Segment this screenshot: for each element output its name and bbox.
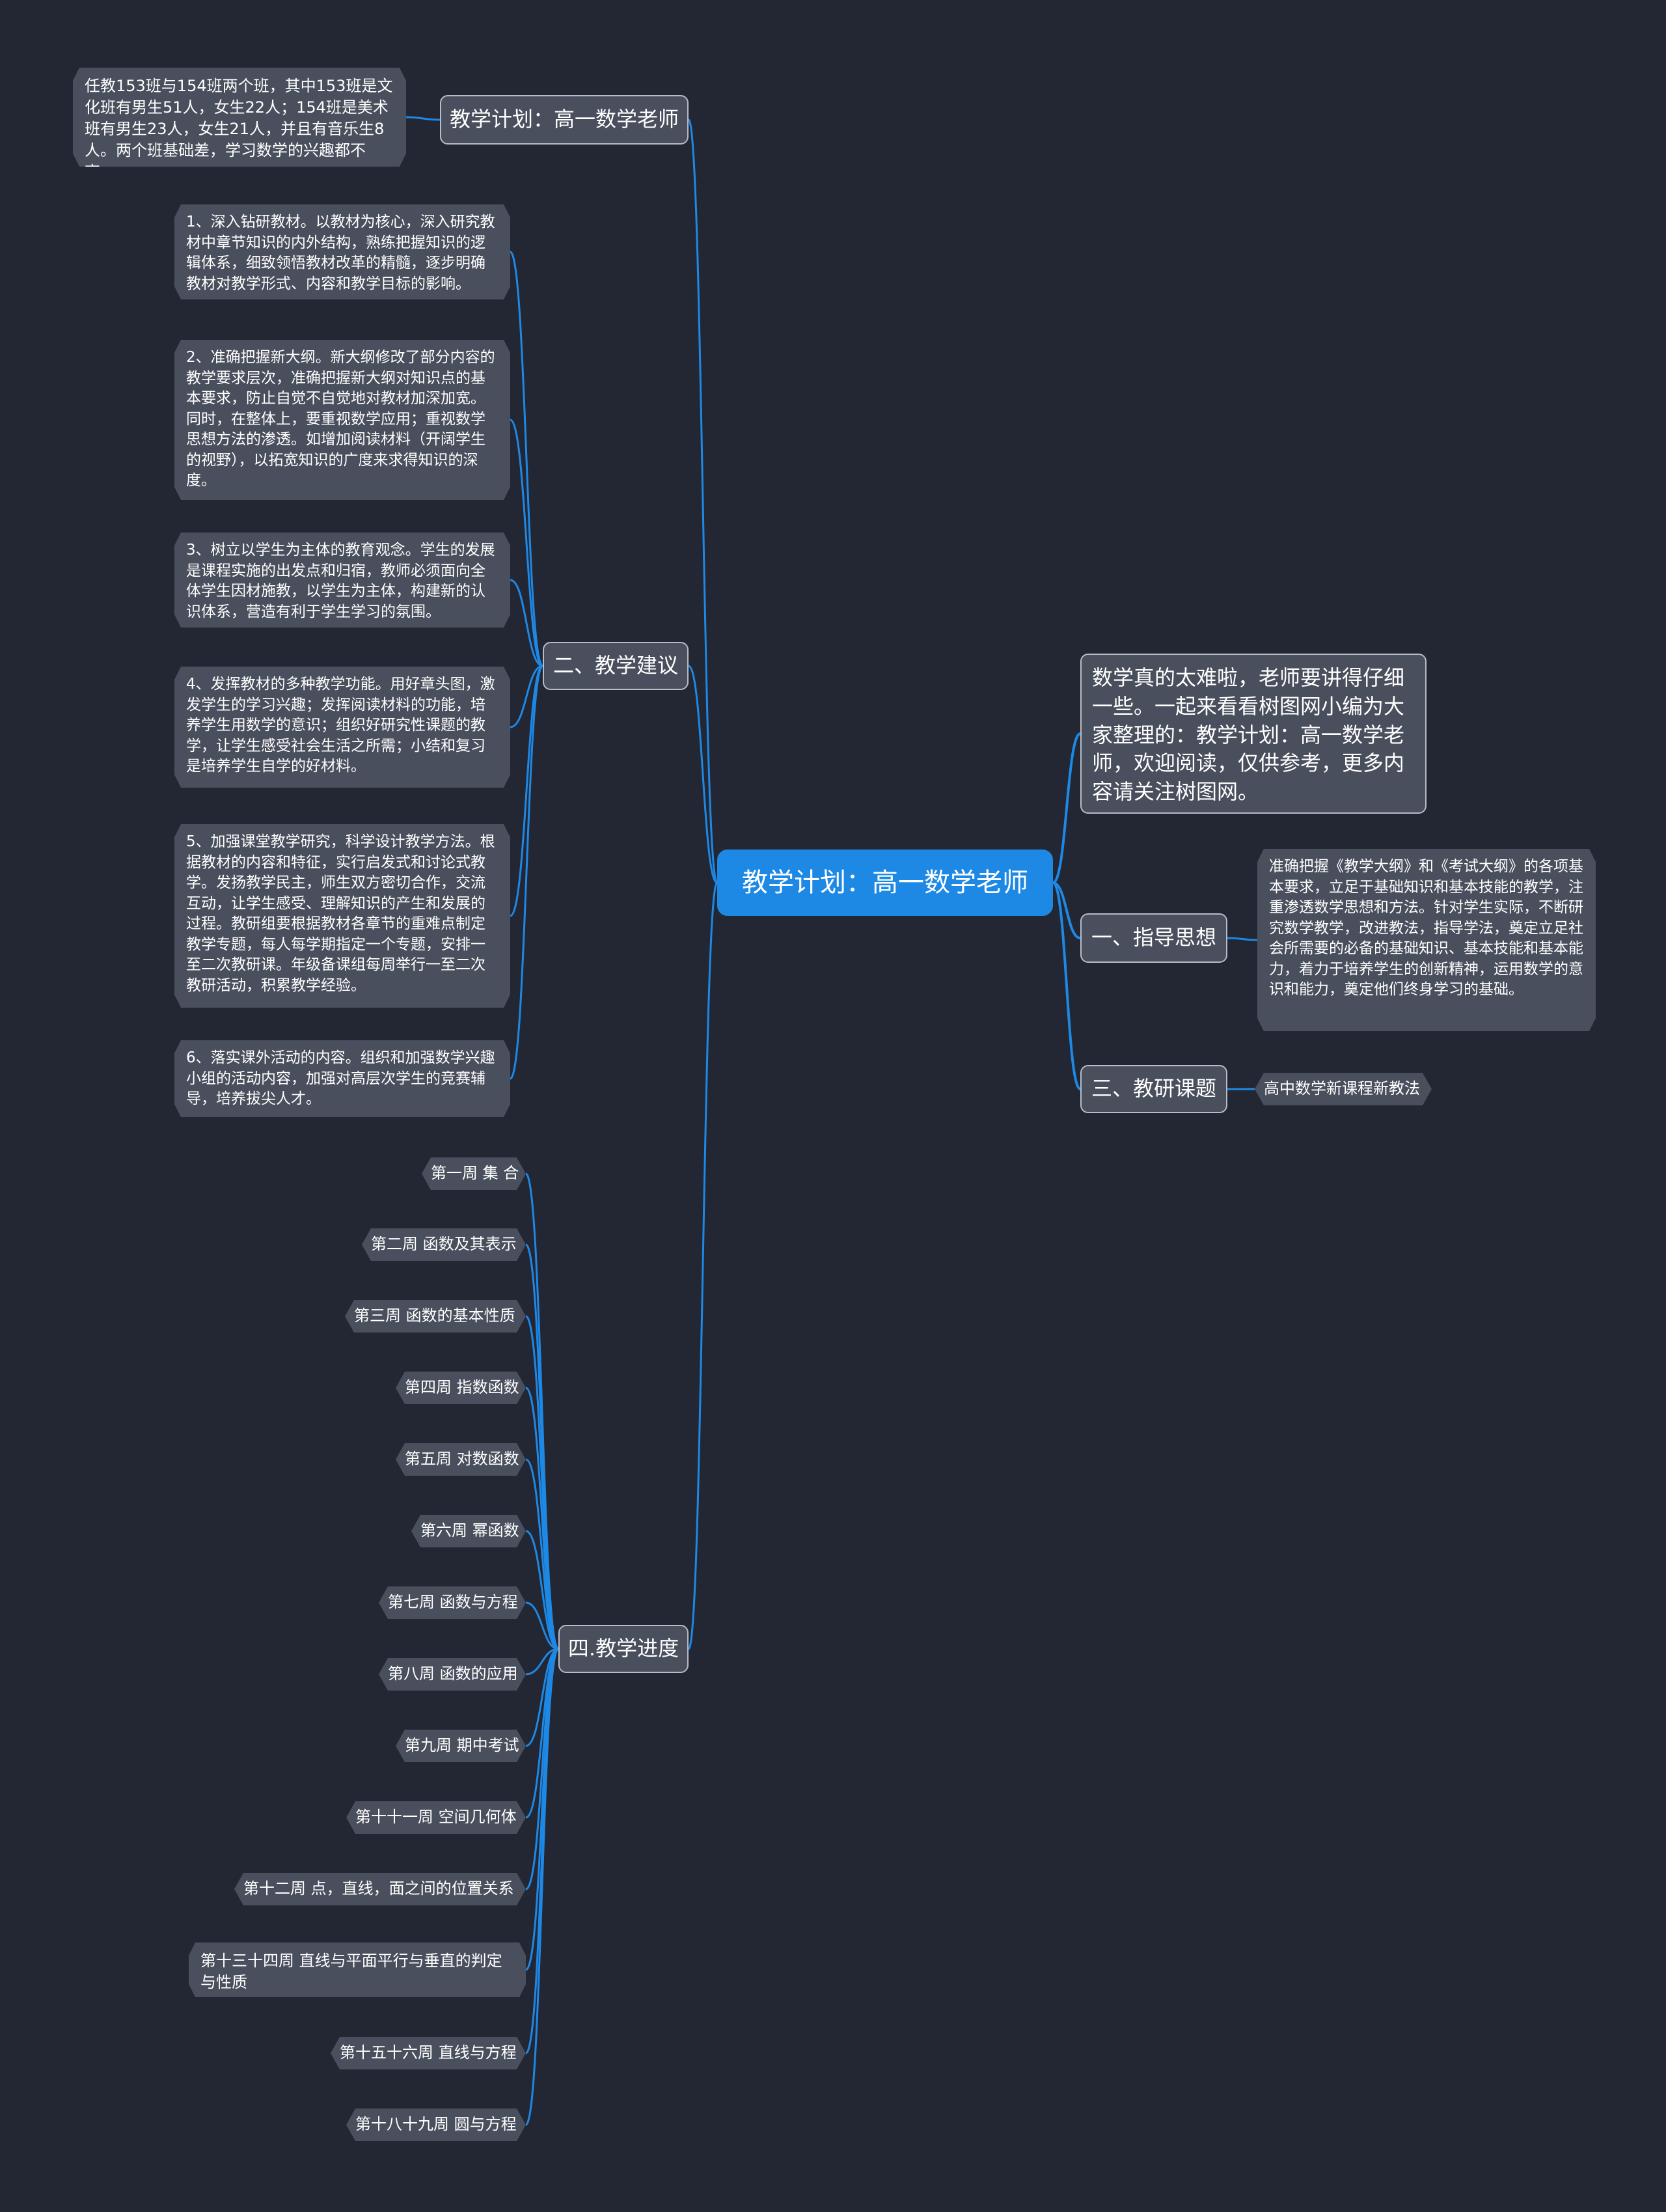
connector-line	[525, 1648, 560, 2126]
connector-line	[525, 1315, 560, 1650]
connector-line	[1227, 937, 1258, 941]
connector-line	[525, 1648, 559, 1676]
connector-line	[405, 116, 441, 121]
progress-item: 第一周 集 合	[422, 1157, 526, 1190]
suggestion-item: 2、准确把握新大纲。新大纲修改了部分内容的教学要求层次，准确把握新大纲对知识点的…	[174, 340, 510, 500]
connector-line	[509, 665, 544, 1080]
progress-item: 第九周 期中考试	[396, 1730, 526, 1762]
connector-line	[687, 881, 718, 1650]
teaching-plan-detail: 任教153班与154班两个班，其中153班是文化班有男生51人，女生22人；15…	[73, 68, 406, 167]
progress-item: 第八周 函数的应用	[379, 1658, 526, 1691]
connector-line	[525, 1458, 559, 1650]
connector-line	[525, 1530, 559, 1650]
progress-item: 第四周 指数函数	[396, 1372, 526, 1404]
progress-item: 第二周 函数及其表示	[362, 1228, 526, 1261]
connector-line	[525, 1172, 560, 1650]
root-node[interactable]: 教学计划：高一数学老师	[717, 850, 1053, 916]
suggestion-item: 6、落实课外活动的内容。组织和加强数学兴趣小组的活动内容，加强对高层次学生的竞赛…	[174, 1040, 510, 1117]
branch-teaching-progress[interactable]: 四.教学进度	[558, 1625, 689, 1673]
guiding-ideas-detail: 准确把握《教学大纲》和《考试大纲》的各项基本要求，立足于基础知识和基本技能的教学…	[1257, 849, 1596, 1031]
suggestion-item: 4、发挥教材的多种教学功能。用好章头图，激发学生的学习兴趣；发挥阅读材料的功能，…	[174, 667, 510, 788]
connector-line	[1052, 881, 1082, 1090]
connector-line	[509, 251, 544, 667]
branch-guiding-ideas[interactable]: 一、指导思想	[1080, 913, 1227, 963]
connector-line	[525, 1648, 560, 2054]
connector-line	[687, 665, 718, 884]
research-topic-detail: 高中数学新课程新教法	[1255, 1073, 1432, 1105]
connector-line	[525, 1601, 559, 1650]
connector-line	[1052, 881, 1081, 939]
progress-item: 第六周 幂函数	[411, 1515, 526, 1547]
progress-item: 第七周 函数与方程	[379, 1586, 526, 1619]
connector-line	[525, 1648, 559, 1747]
connector-line	[510, 579, 543, 667]
suggestion-item: 3、树立以学生为主体的教育观念。学生的发展是课程实施的出发点和归宿，教师必须面向…	[174, 532, 510, 628]
progress-item: 第十五十六周 直线与方程	[331, 2037, 526, 2069]
progress-item: 第十二周 点，直线，面之间的位置关系	[234, 1873, 526, 1905]
branch-teaching-plan[interactable]: 教学计划：高一数学老师	[440, 95, 689, 145]
progress-item: 第五周 对数函数	[396, 1443, 526, 1476]
suggestion-item: 1、深入钻研教材。以教材为核心，深入研究教材中章节知识的内外结构，熟练把握知识的…	[174, 204, 510, 299]
connector-line	[1052, 732, 1082, 884]
suggestion-item: 5、加强课堂教学研究，科学设计教学方法。根据教材的内容和特征，实行启发式和讨论式…	[174, 824, 510, 1008]
intro-node[interactable]: 数学真的太难啦，老师要讲得仔细一些。一起来看看树图网小编为大家整理的：教学计划：…	[1080, 654, 1427, 814]
branch-research-topic[interactable]: 三、教研课题	[1080, 1065, 1227, 1113]
connector-line	[510, 419, 543, 667]
progress-item: 第十三十四周 直线与平面平行与垂直的判定与性质	[189, 1942, 526, 1997]
progress-item: 第十八十九周 圆与方程	[346, 2108, 526, 2141]
branch-teaching-suggestions[interactable]: 二、教学建议	[543, 642, 689, 690]
progress-item: 第三周 函数的基本性质	[345, 1300, 526, 1333]
progress-item: 第十十一周 空间几何体	[346, 1801, 526, 1834]
connector-line	[510, 665, 543, 917]
connector-line	[510, 665, 543, 728]
connector-line	[687, 118, 718, 884]
